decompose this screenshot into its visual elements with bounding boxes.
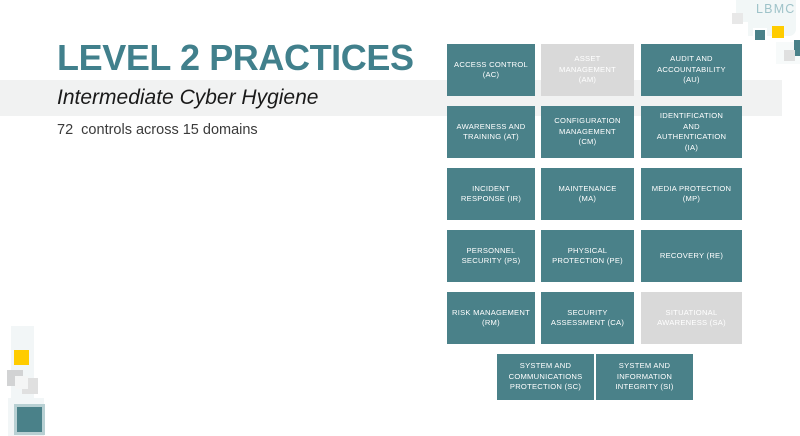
domain-tile-label: RISK MANAGEMENT(RM): [451, 307, 530, 328]
logo-square-teal-center: [753, 28, 767, 42]
logo-square-teal-right: [794, 40, 800, 56]
domain-tile-label: ACCESS CONTROL(AC): [454, 59, 528, 80]
domain-tile-label: MEDIA PROTECTION(MP): [651, 183, 732, 204]
domain-tile-label: RECOVERY (RE): [659, 250, 724, 260]
decor-square-white: [15, 376, 28, 389]
domain-tile-label: MAINTENANCE(MA): [558, 183, 617, 204]
domain-tile[interactable]: ACCESS CONTROL(AC): [447, 44, 535, 96]
controls-summary-text: 72 controls across 15 domains: [57, 122, 258, 138]
logo-square-grey-lower: [784, 50, 795, 61]
domain-tile[interactable]: RISK MANAGEMENT(RM): [447, 292, 535, 344]
logo-square-gold: [772, 26, 784, 38]
logo-wordmark: LBMC: [756, 2, 796, 16]
domain-tile[interactable]: MEDIA PROTECTION(MP): [641, 168, 742, 220]
logo-square-teal-left: [726, 44, 740, 66]
decor-square-teal-outlined: [14, 404, 45, 435]
decor-square-gold: [14, 350, 29, 365]
lbmc-logo: LBMC: [726, 0, 800, 66]
decorative-squares-group: [0, 290, 60, 436]
logo-square-grey-upper: [732, 13, 743, 24]
page-subtitle: Intermediate Cyber Hygiene: [57, 86, 319, 109]
page-title: LEVEL 2 PRACTICES: [57, 37, 414, 78]
domain-tile[interactable]: MAINTENANCE(MA): [541, 168, 634, 220]
domain-tile[interactable]: RECOVERY (RE): [641, 230, 742, 282]
